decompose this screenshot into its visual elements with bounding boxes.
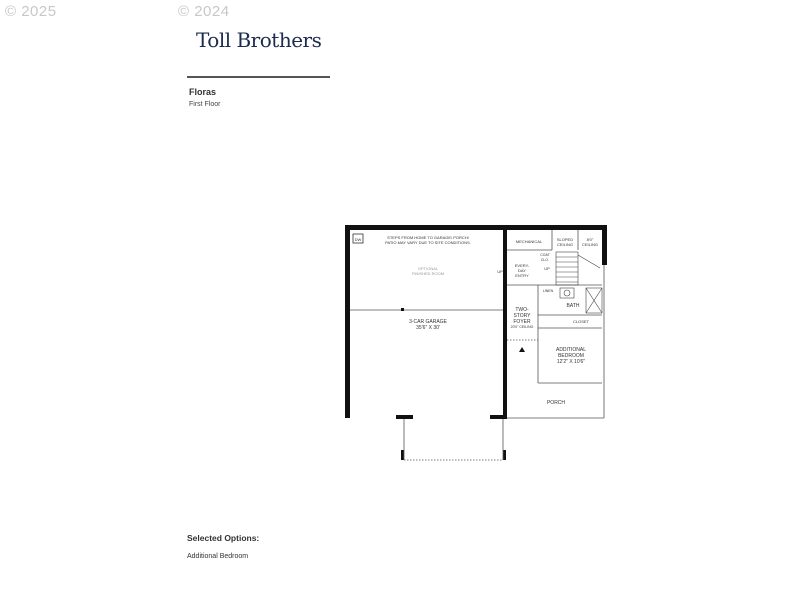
ceiling-height-line-1: 8'0" — [587, 237, 594, 242]
garage-name: 3-CAR GARAGE — [409, 319, 447, 325]
optional-room-line-1: OPTIONAL — [418, 266, 439, 271]
entry-line-3: ENTRY — [515, 273, 529, 278]
entry-line-1: EVERY- — [515, 263, 530, 268]
selected-options-title: Selected Options: — [187, 533, 260, 543]
plan-name: Floras — [189, 87, 217, 97]
porch-label: PORCH — [547, 400, 565, 406]
bath-fixtures — [559, 287, 603, 314]
interior-walls — [350, 230, 605, 461]
sloped-ceiling-line-2: CEILING — [557, 242, 573, 247]
exterior-walls — [345, 225, 607, 460]
copyright-watermark-2025: © 2025 — [5, 3, 57, 20]
selected-option-item: Additional Bedroom — [187, 553, 249, 560]
site-note-line-1: STEPS FROM HOME TO GARAGE/ PORCH/ — [387, 235, 470, 240]
foyer-ceiling: 20'0" CEILING — [511, 325, 534, 329]
closet-label: CLOSET — [573, 319, 590, 324]
header-divider — [187, 76, 330, 78]
coat-closet-line-2: CLO. — [541, 258, 549, 262]
sloped-ceiling-line-1: SLOPED — [557, 237, 573, 242]
coat-closet-line-1: COAT — [540, 253, 550, 257]
up-label-left: UP — [497, 269, 503, 274]
linen-label: LINEN — [543, 289, 554, 293]
site-note-line-2: PATIO MAY VARY DUE TO SITE CONDITIONS. — [385, 240, 471, 245]
room-labels: STEPS FROM HOME TO GARAGE/ PORCH/ PATIO … — [385, 235, 598, 406]
ceiling-height-line-2: CEILING — [582, 242, 598, 247]
column-marker — [401, 308, 404, 311]
brand-logo: Toll Brothers — [196, 28, 322, 52]
bedroom-line-2: BEDROOM — [558, 353, 584, 359]
entry-line-2: DAY — [518, 268, 526, 273]
foyer-line-1: TWO- — [515, 307, 529, 313]
bedroom-line-1: ADDITIONAL — [556, 347, 586, 353]
mechanical-label: MECHANICAL — [516, 239, 543, 244]
bath-label: BATH — [567, 303, 580, 309]
staircase — [555, 251, 601, 286]
optional-room-line-2: FINISHED ROOM — [412, 271, 444, 276]
copyright-watermark-2024: © 2024 — [178, 3, 230, 20]
dw-marker-box — [352, 233, 364, 244]
dw-marker-label: DW — [355, 237, 362, 242]
up-label-right: UP — [544, 266, 550, 271]
bedroom-size: 12'2" X 10'6" — [557, 359, 585, 365]
floor-name: First Floor — [189, 101, 221, 108]
garage-size: 35'6" X 30' — [416, 325, 440, 331]
foyer-line-2: STORY — [513, 313, 531, 319]
entry-arrow-icon — [519, 347, 525, 352]
foyer-line-3: FOYER — [513, 319, 531, 325]
